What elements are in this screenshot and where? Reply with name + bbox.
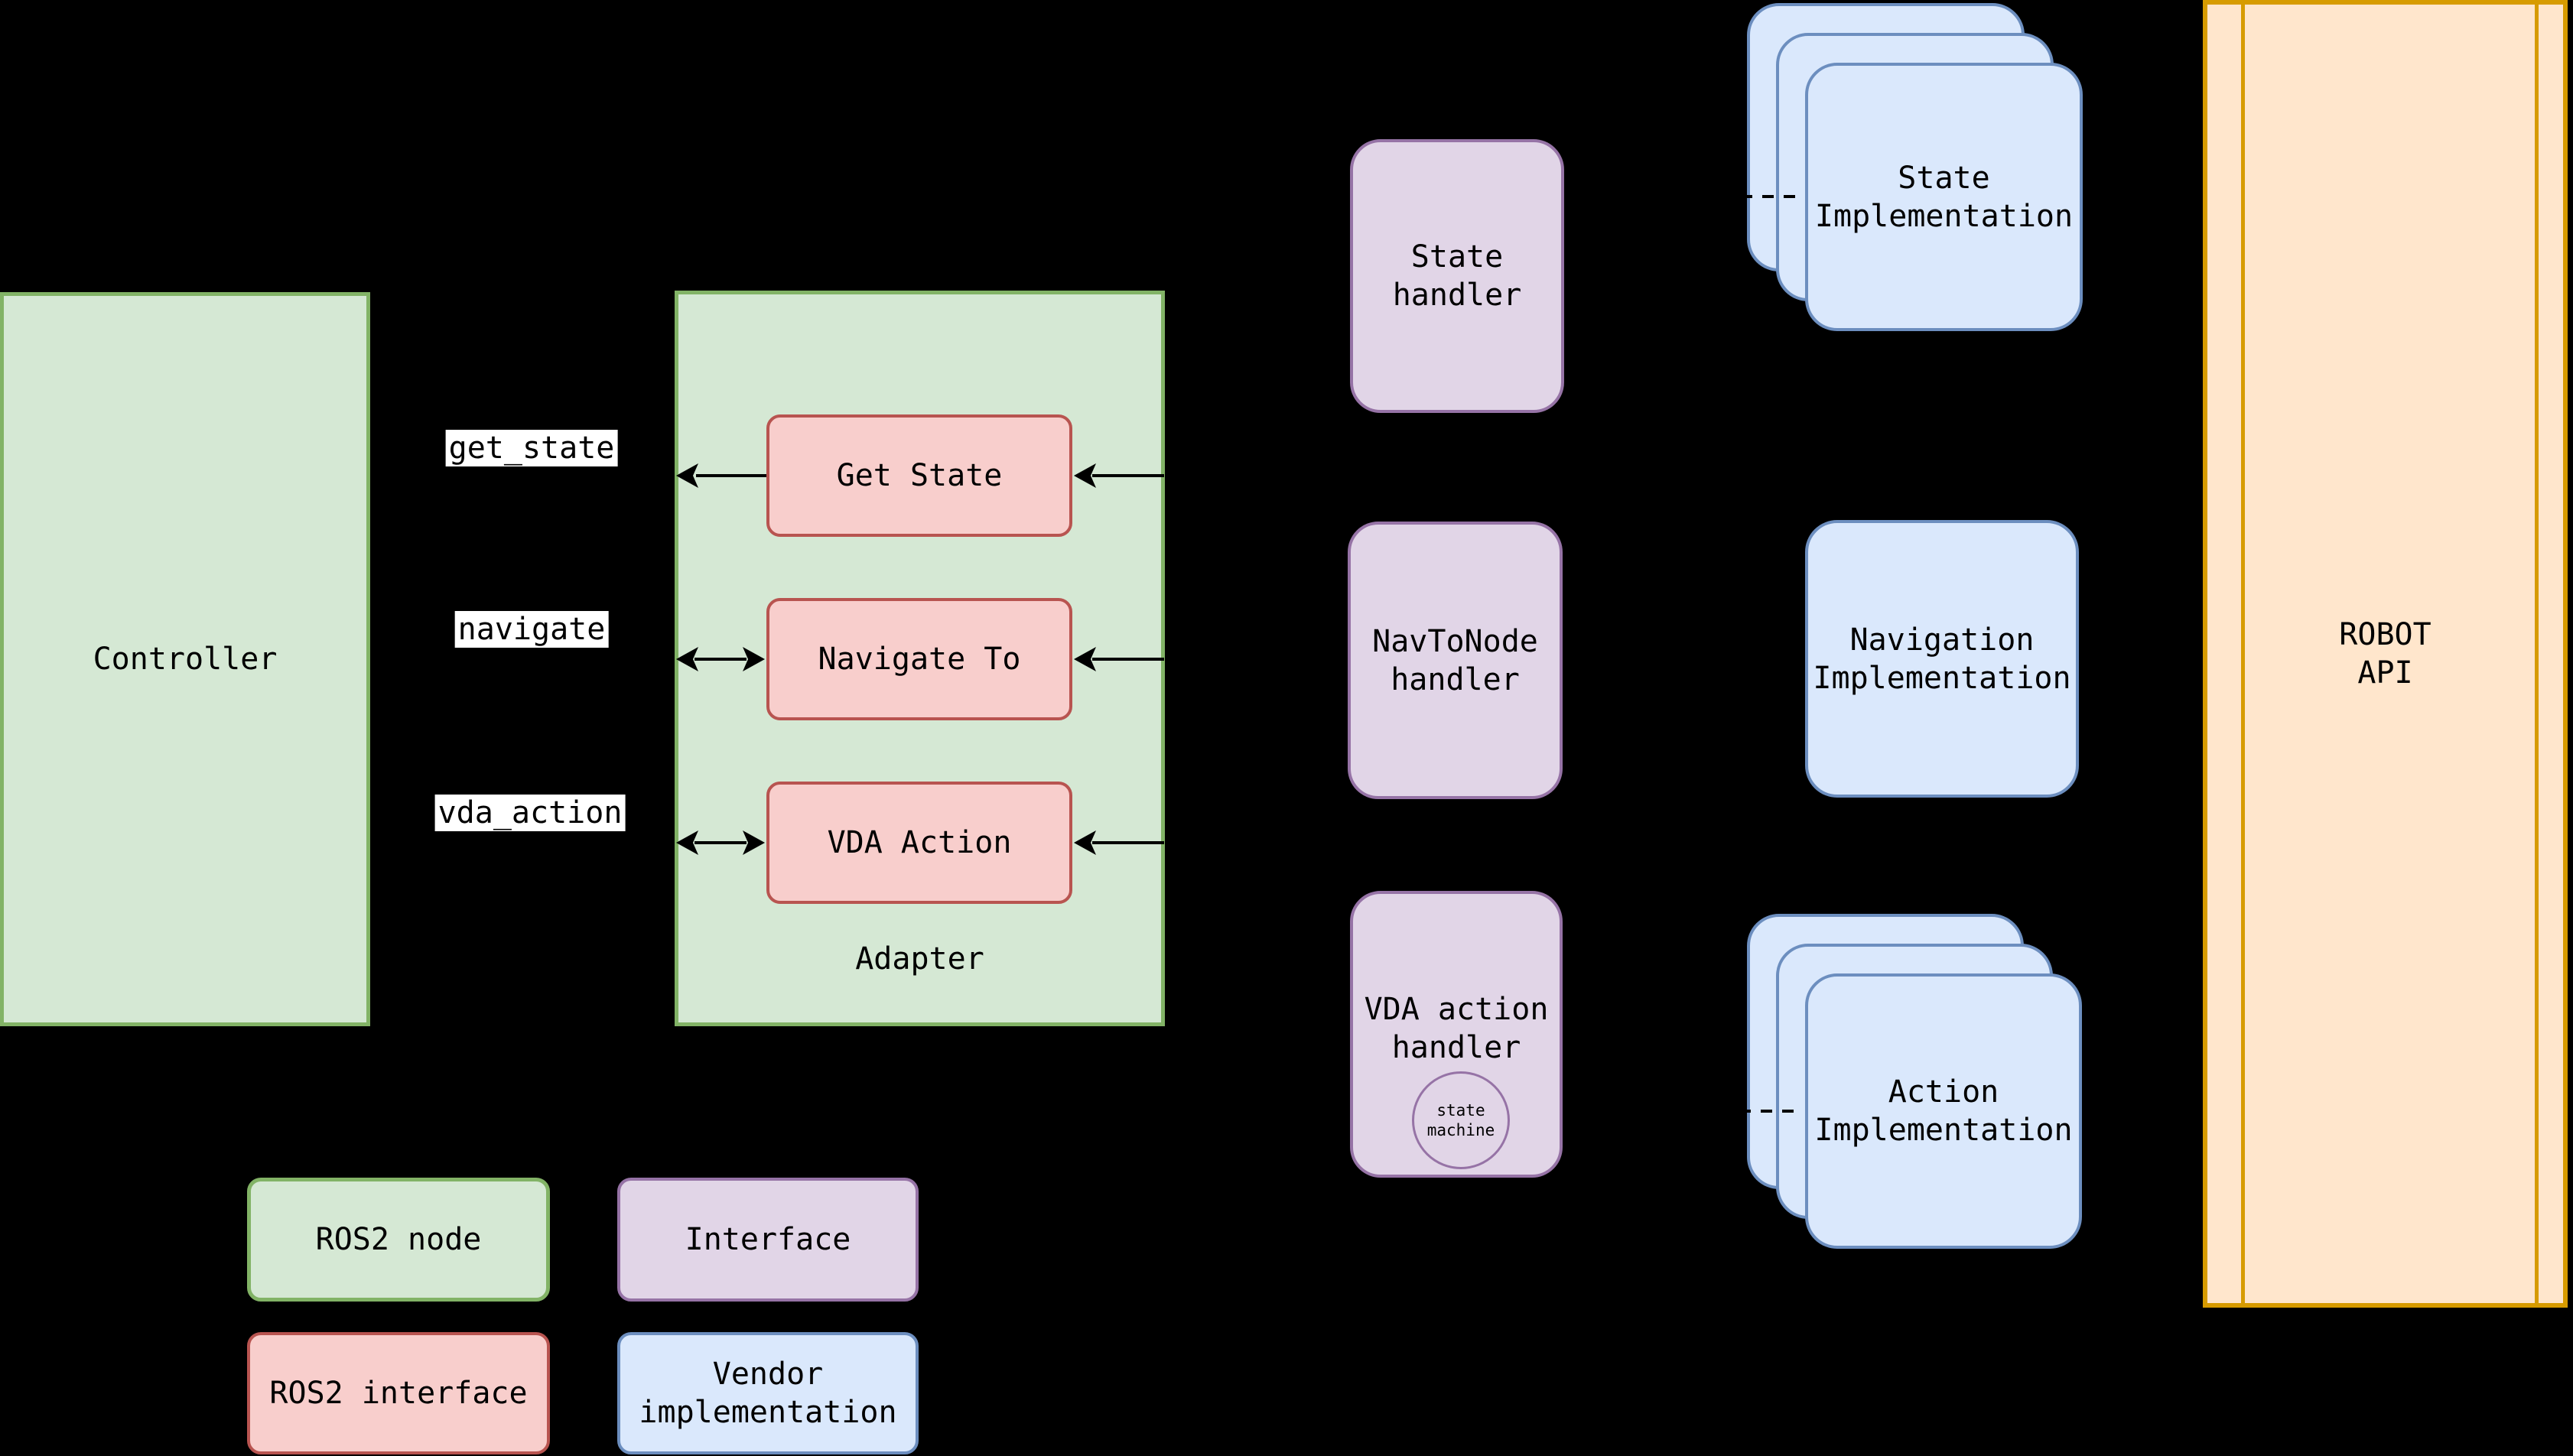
legend-ros2-interface-label: ROS2 interface [269,1376,528,1411]
vda-action-handler-label: VDA action handler [1364,992,1549,1065]
navtonode-handler-label: NavToNode handler [1372,623,1538,697]
get-state-label: Get State [836,458,1003,493]
robot-api-inner-line-left [2241,5,2245,1303]
legend-interface: Interface [617,1178,919,1302]
topic-label-get-state: get_state [445,430,618,466]
legend-ros2-interface: ROS2 interface [247,1332,550,1454]
topic-label-navigate: navigate [454,611,609,648]
controller-node: Controller [0,292,370,1026]
legend-interface-label: Interface [685,1222,851,1257]
navigation-implementation: Navigation Implementation [1805,520,2079,798]
vda-action-label: VDA Action [827,825,1012,860]
action-implementation-label: Action Implementation [1814,1074,2073,1148]
get-state-interface: Get State [766,414,1072,537]
action-implementation: Action Implementation [1805,973,2082,1249]
topic-label-vda-action: vda_action [434,795,626,831]
legend-vendor-implementation: Vendor implementation [617,1332,919,1454]
state-handler-label: State handler [1392,239,1522,313]
navigate-to-interface: Navigate To [766,598,1072,720]
legend-ros2-node: ROS2 node [247,1178,550,1302]
navigation-implementation-label: Navigation Implementation [1813,622,2071,696]
legend-ros2-node-label: ROS2 node [315,1222,482,1257]
state-handler: State handler [1350,139,1564,413]
legend-vendor-implementation-label: Vendor implementation [639,1357,897,1430]
vda-action-interface: VDA Action [766,782,1072,904]
vda-action-handler: VDA action handler state machine [1350,891,1563,1178]
state-implementation: State Implementation [1805,63,2083,331]
state-machine-badge: state machine [1412,1071,1510,1169]
state-implementation-label: State Implementation [1814,160,2074,234]
navtonode-handler: NavToNode handler [1348,522,1563,799]
navigate-to-label: Navigate To [818,642,1021,677]
adapter-label: Adapter [855,941,984,977]
robot-api: ROBOT API [2203,0,2568,1308]
state-machine-label: state machine [1426,1100,1495,1139]
robot-api-inner-line-right [2535,5,2539,1303]
robot-api-label: ROBOT API [2339,617,2432,691]
controller-label: Controller [93,642,278,677]
